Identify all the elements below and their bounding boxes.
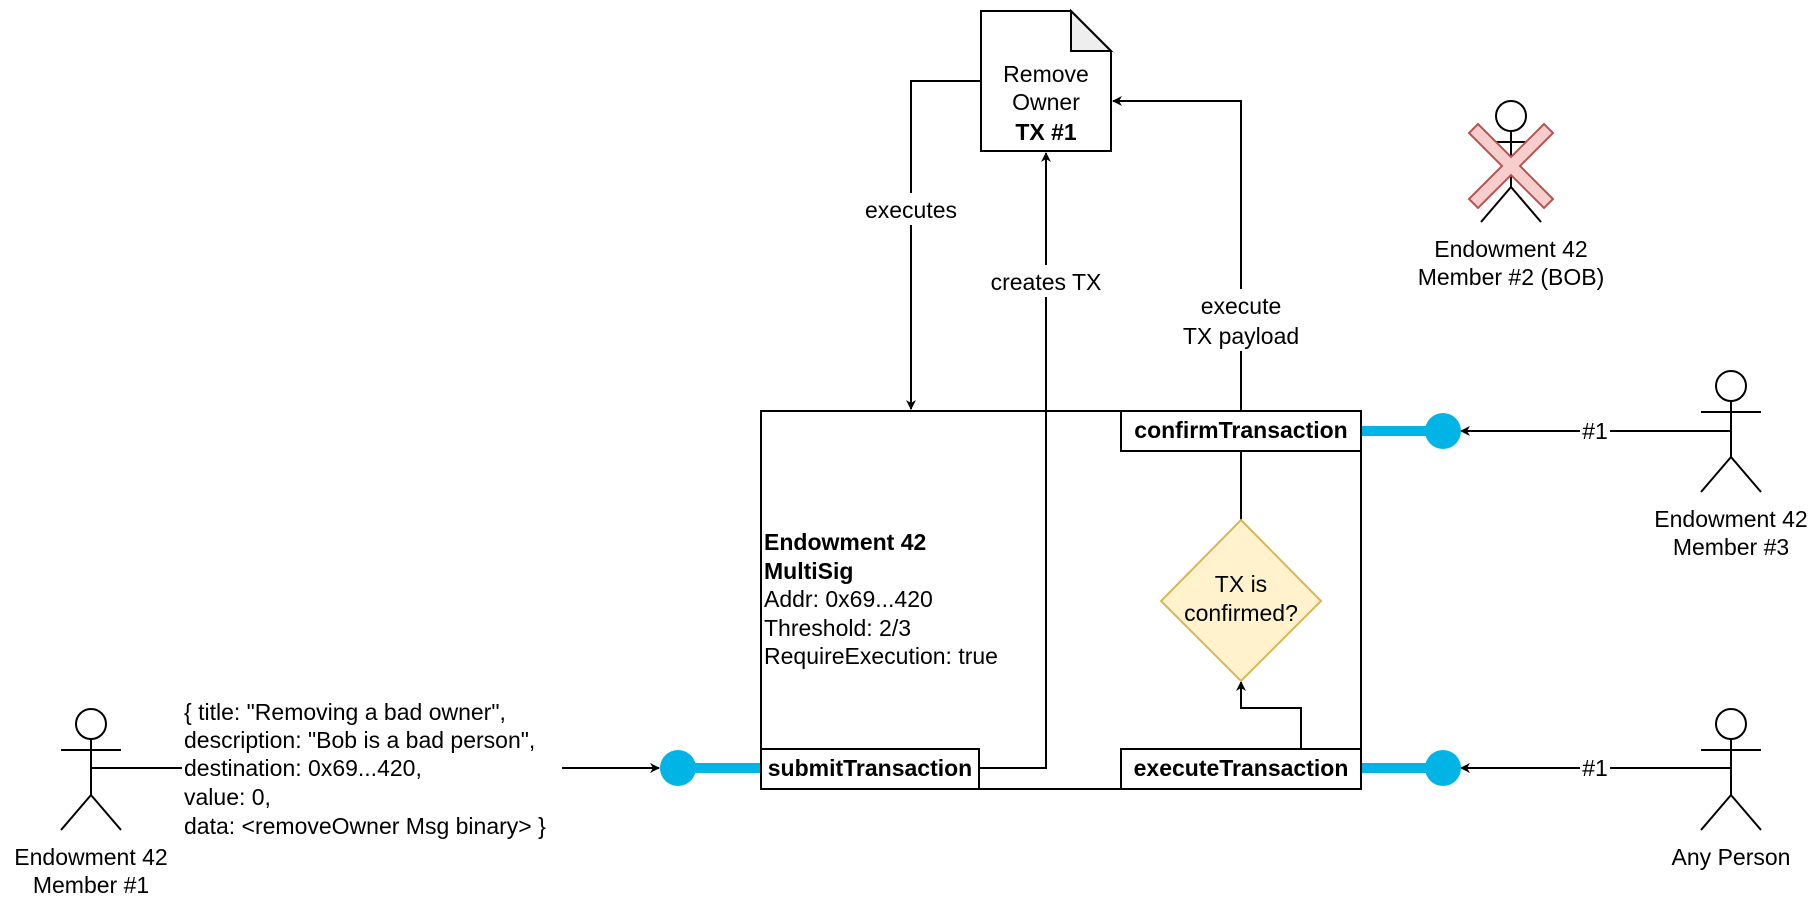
multisig-name-line2: MultiSig — [764, 558, 853, 584]
stick-figure-icon — [1700, 708, 1762, 831]
execute-transaction-box[interactable] — [1120, 748, 1362, 790]
member2-label-line2: Member #2 (BOB) — [1418, 264, 1605, 290]
confirm-transaction-method[interactable]: confirmTransaction — [1120, 410, 1362, 452]
execute-transaction-label: executeTransaction — [1134, 755, 1349, 781]
member1-label-line1: Endowment 42 — [14, 844, 167, 870]
remove-owner-document[interactable]: Remove Owner TX #1 — [980, 8, 1114, 152]
payload-line4: value: 0, — [184, 784, 271, 810]
submit-port-dot[interactable] — [660, 750, 696, 786]
confirm-port-dot[interactable] — [1425, 413, 1461, 449]
member1-label-line2: Member #1 — [33, 872, 149, 898]
submit-transaction-box[interactable] — [760, 748, 980, 790]
transaction-payload: { title: "Removing a bad owner", descrip… — [182, 695, 562, 845]
document-fold — [1070, 8, 1114, 52]
tx-confirmed-decision: TX is confirmed? — [1159, 518, 1323, 683]
creates-tx-label: creates TX — [991, 269, 1102, 295]
stick-figure-icon — [1700, 370, 1762, 493]
multisig-require-execution: RequireExecution: true — [764, 643, 998, 669]
payload-line2: description: "Bob is a bad person", — [184, 727, 535, 753]
member3-label-line1: Endowment 42 — [1654, 506, 1807, 532]
member3-call-label: #1 — [1582, 418, 1608, 444]
document-title-line1: Remove — [1003, 61, 1089, 87]
confirm-transaction-label: confirmTransaction — [1134, 417, 1347, 443]
execute-port-dot[interactable] — [1425, 750, 1461, 786]
decision-line2: confirmed? — [1184, 600, 1298, 626]
confirm-transaction-box[interactable] — [1120, 410, 1362, 452]
any-person-label: Any Person — [1672, 844, 1791, 870]
execute-to-decision-edge — [1236, 681, 1302, 749]
executes-label: executes — [865, 197, 957, 223]
payload-line5: data: <removeOwner Msg binary> } — [184, 813, 546, 839]
multisig-threshold: Threshold: 2/3 — [764, 615, 911, 641]
executes-edge — [906, 80, 981, 410]
actor-member-3: Endowment 42 Member #3 — [1654, 370, 1808, 560]
decision-diamond — [1159, 518, 1323, 683]
execute-payload-label-line1: execute — [1201, 293, 1282, 319]
payload-line1: { title: "Removing a bad owner", — [184, 699, 506, 725]
member3-label-line2: Member #3 — [1673, 534, 1789, 560]
member2-label-line1: Endowment 42 — [1434, 236, 1587, 262]
decision-line1: TX is — [1215, 571, 1267, 597]
anyone-call-label: #1 — [1582, 755, 1608, 781]
document-title-line3: TX #1 — [1015, 119, 1077, 145]
submit-transaction-method[interactable]: submitTransaction — [760, 748, 980, 790]
submit-transaction-label: submitTransaction — [768, 755, 972, 781]
actor-member-1: Endowment 42 Member #1 — [14, 708, 168, 898]
actor-any-person: Any Person — [1672, 708, 1791, 870]
actor-member-2-removed: Endowment 42 Member #2 (BOB) — [1418, 100, 1605, 290]
payload-line3: destination: 0x69...420, — [184, 755, 422, 781]
ports — [660, 413, 1461, 786]
multisig-addr: Addr: 0x69...420 — [764, 586, 933, 612]
multisig-name-line1: Endowment 42 — [764, 529, 926, 555]
x-mark-icon — [1467, 122, 1555, 210]
edge-labels: executes creates TX execute TX payload #… — [858, 193, 1610, 781]
stick-figure-icon — [60, 708, 122, 831]
document-title-line2: Owner — [1012, 89, 1080, 115]
execute-transaction-method[interactable]: executeTransaction — [1120, 748, 1362, 790]
creates-tx-edge — [979, 152, 1051, 769]
execute-payload-edge — [1112, 96, 1242, 520]
execute-payload-label-line2: TX payload — [1183, 323, 1299, 349]
